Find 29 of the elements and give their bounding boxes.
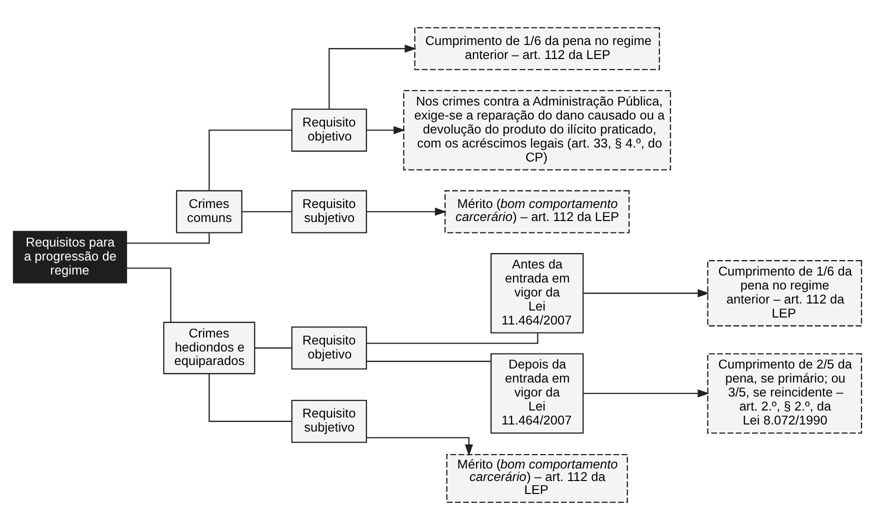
connector [126,268,172,322]
node-box: Requisito objetivo [291,326,368,370]
node-box: Mérito (bom comportamento carcerário) – art. 112 da LEP [446,454,628,503]
arrow [366,126,406,134]
arrow [366,437,474,456]
connector [366,360,491,362]
arrow [328,44,416,110]
node-box: Cumprimento de 1/6 da pena no regime anterior – art. 112 da LEP [707,260,862,326]
arrow [584,289,710,298]
node-box: Requisito subjetivo [291,400,368,443]
arrow [366,208,447,216]
node-box: Mérito (bom comportamento carcerário) – art. 112 da LEP [444,190,630,234]
connector [366,333,538,344]
arrow [584,389,710,398]
node-box: Cumprimento de 1/6 da pena no regime anterior – art. 112 da LEP [414,27,660,70]
node-box: Cumprimento de 2/5 da pena, se primário; ou 3/5, se reincidente – art. 2.º, § 2.º, da Lei 8.072/1990 [707,353,862,434]
node-box: Requisito subjetivo [291,190,368,234]
connector [126,232,210,244]
node-box: Requisito objetivo [291,108,368,152]
node-box: Requisitos para a progressão de regime [12,230,128,284]
node-box: Crimes comuns [176,190,242,234]
connector [242,211,292,212]
node-box: Antes da entrada em vigor da Lei 11.464/2007 [490,253,584,334]
node-box: Depois da entrada em vigor da Lei 11.464/2007 [490,353,584,434]
node-box: Nos crimes contra a Administração Pública, exige-se a reparação do dano causado ou a devolução do produto do ilícito praticado, com os acréscimos legais (art. 33, § 4.º, do CP) [403,90,672,170]
connector [254,347,292,349]
node-box: Crimes hediondos e equiparados [163,322,256,374]
connector [208,374,292,422]
connector [208,130,292,191]
